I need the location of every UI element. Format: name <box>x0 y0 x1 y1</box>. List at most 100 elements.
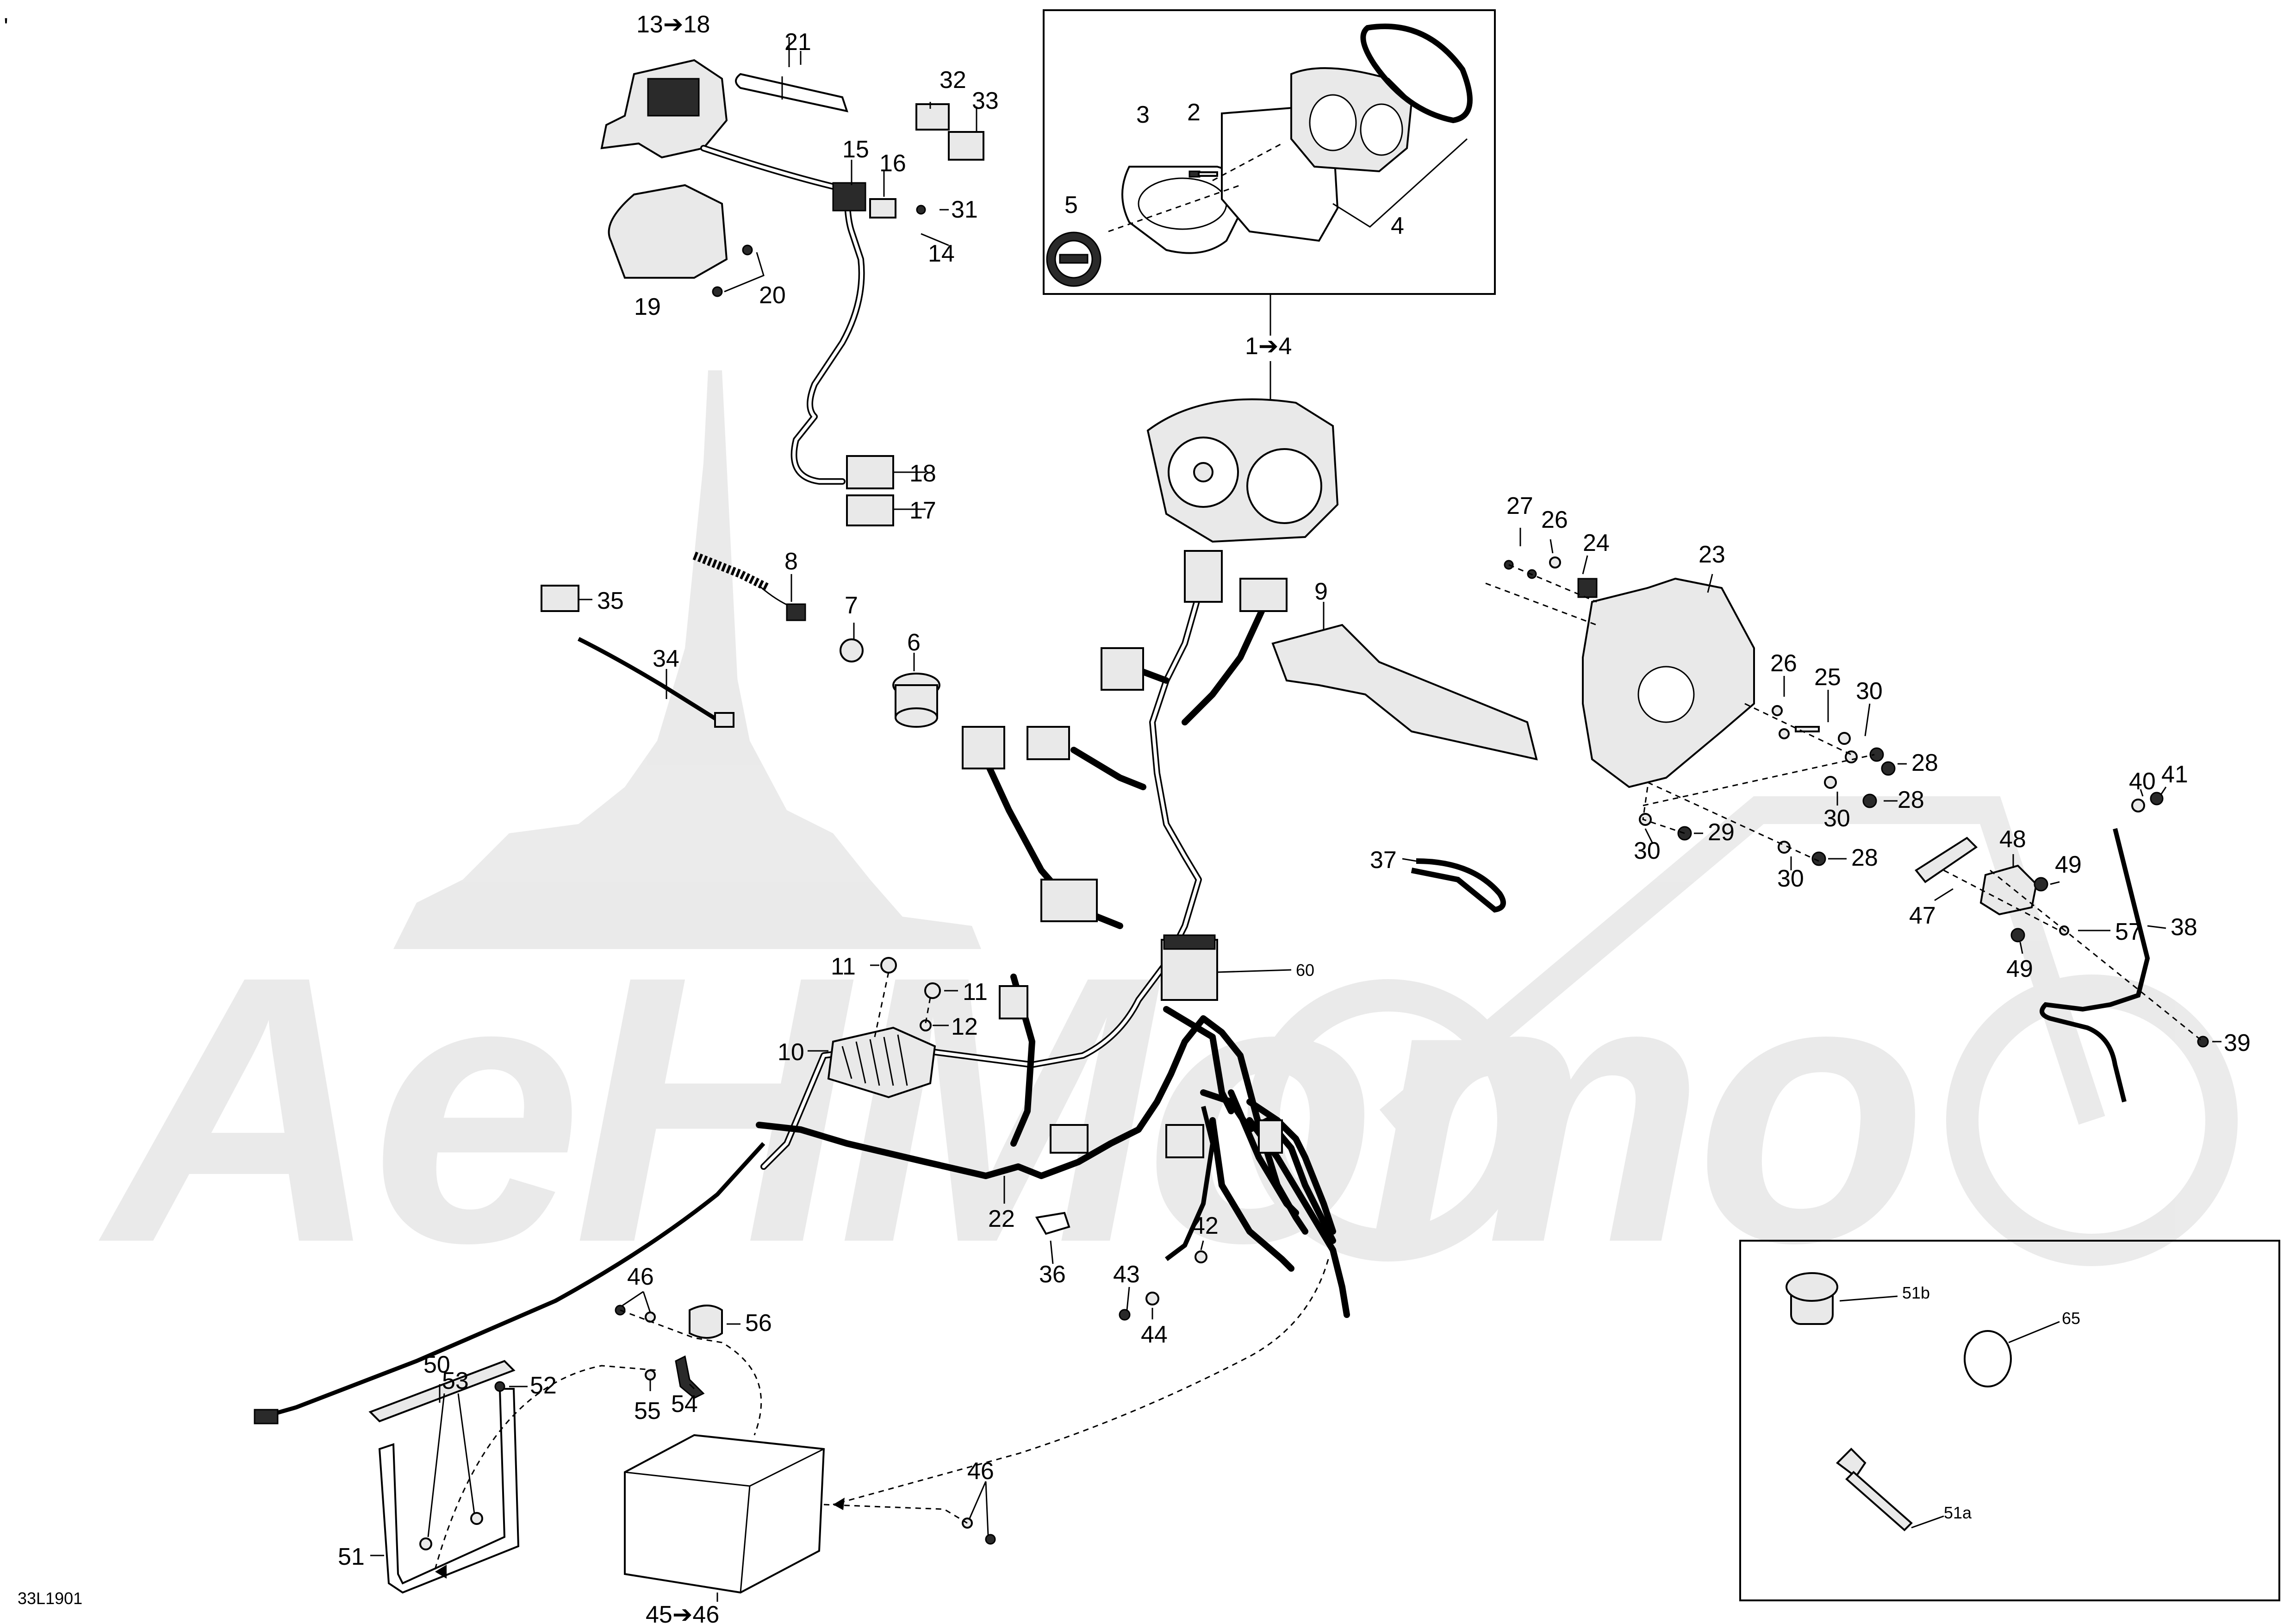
fuse-box-60-top <box>1163 934 1216 950</box>
relay-48 <box>1979 864 2038 916</box>
nut-53b <box>470 1512 483 1525</box>
plug-34 <box>714 712 734 728</box>
sensor-8 <box>786 603 806 621</box>
bolt-43 <box>1119 1309 1131 1321</box>
callout-45-46: 45➔46 <box>646 1601 719 1624</box>
leaders-bracket-23 <box>1519 528 1907 870</box>
callout-28c: 28 <box>1851 844 1878 871</box>
washer-55 <box>645 1369 656 1380</box>
leaders-lower <box>1050 1240 1204 1319</box>
callout-30b: 30 <box>1823 805 1850 832</box>
callout-38: 38 <box>2171 914 2197 941</box>
callout-46b: 46 <box>967 1458 994 1485</box>
callout-46a: 46 <box>627 1263 654 1290</box>
arrow-51 <box>435 1565 447 1579</box>
harness-connector-d <box>962 726 1005 769</box>
screw-20b <box>712 286 723 297</box>
steering-part-9 <box>1271 624 1538 761</box>
callout-37: 37 <box>1370 847 1397 874</box>
nut-11a <box>880 957 897 974</box>
leaders-6-8 <box>790 574 915 671</box>
cluster-dial-right <box>1246 448 1322 524</box>
callout-11a: 11 <box>831 953 856 980</box>
tube-21 <box>735 73 849 112</box>
switch-cover-19 <box>608 184 728 279</box>
relay-33 <box>948 131 984 161</box>
callout-52: 52 <box>530 1372 557 1399</box>
leaders-top-left <box>724 37 977 510</box>
callout-2: 2 <box>1187 99 1201 126</box>
harness-connector-g <box>999 985 1028 1019</box>
callout-39: 39 <box>2224 1030 2251 1056</box>
nut-49a <box>2034 877 2048 892</box>
callout-28b: 28 <box>1898 787 1924 813</box>
connector-17 <box>846 494 894 526</box>
watermark-text: AeHMomo <box>94 897 1921 1321</box>
harness-connector-f <box>1040 879 1098 922</box>
long-cable-plug <box>254 1409 279 1424</box>
watermark-spire <box>690 370 740 741</box>
dash-battery <box>434 1309 968 1570</box>
callout-3: 3 <box>1136 101 1150 128</box>
bolt-52 <box>494 1381 505 1392</box>
callout-57: 57 <box>2115 918 2142 945</box>
ignition-switch-6 <box>892 673 940 728</box>
harness-connector-h <box>1050 1124 1089 1154</box>
leaders-regulator <box>808 964 958 1052</box>
callout-18: 18 <box>909 460 936 487</box>
callout-14: 14 <box>928 240 955 267</box>
callout-7: 7 <box>845 592 858 619</box>
connector-16 <box>869 198 896 219</box>
clip-54 <box>675 1355 705 1399</box>
callout-54: 54 <box>671 1391 698 1418</box>
leader-51a <box>1911 1515 1944 1529</box>
callout-24: 24 <box>1583 530 1610 556</box>
screw-2 <box>1188 170 1218 178</box>
hose-36 <box>1035 1212 1070 1235</box>
clamp-56 <box>689 1305 723 1339</box>
callout-42: 42 <box>1192 1212 1219 1239</box>
cluster-4-dial-b <box>1360 103 1403 156</box>
callout-11b: 11 <box>963 979 988 1006</box>
ground-cable-42-44 <box>1165 1106 1215 1261</box>
nut-40 <box>2131 799 2145 812</box>
gasket-4 <box>1360 24 1473 124</box>
callout-30a: 30 <box>1856 678 1883 705</box>
callout-32: 32 <box>940 67 966 94</box>
callout-27: 27 <box>1506 493 1533 519</box>
clip-24 <box>1577 578 1598 598</box>
callout-51a: 51a <box>1944 1503 1972 1522</box>
watermark-wheel-2 <box>1946 974 2238 1266</box>
battery-bracket-50 <box>368 1360 516 1423</box>
callout-17: 17 <box>909 497 936 524</box>
callout-22: 22 <box>988 1206 1015 1232</box>
callout-8: 8 <box>784 548 798 575</box>
callout-29: 29 <box>1708 819 1735 846</box>
screw-20a <box>742 244 753 256</box>
leader-37 <box>1402 858 1417 862</box>
leader-4 <box>1332 138 1468 228</box>
callout-28a: 28 <box>1911 750 1938 776</box>
long-cable <box>263 1142 765 1419</box>
fasteners-23 <box>1504 556 1896 866</box>
callout-1-4: 1➔4 <box>1245 333 1292 360</box>
cable-38 <box>2040 828 2150 1103</box>
bracket-23-hole <box>1637 666 1695 723</box>
nut-42 <box>1195 1250 1207 1263</box>
callout-40: 40 <box>2129 768 2156 795</box>
hardware-detail-frame <box>1739 1240 2280 1601</box>
nut-7 <box>840 638 864 662</box>
cluster-4-dial-a <box>1309 94 1357 151</box>
handlebar-switch-buttons <box>647 78 700 117</box>
callout-12: 12 <box>951 1013 978 1040</box>
screw-31 <box>916 205 926 215</box>
harness-connector-i <box>1165 1124 1204 1158</box>
callout-53: 53 <box>442 1368 469 1394</box>
corner-mark: ' <box>4 13 8 40</box>
connector-18 <box>846 455 894 489</box>
bolt-51a <box>1836 1448 1913 1531</box>
callout-21: 21 <box>784 29 811 56</box>
callout-9: 9 <box>1314 578 1328 605</box>
arrow-45 <box>833 1498 845 1510</box>
callout-19: 19 <box>634 294 661 320</box>
